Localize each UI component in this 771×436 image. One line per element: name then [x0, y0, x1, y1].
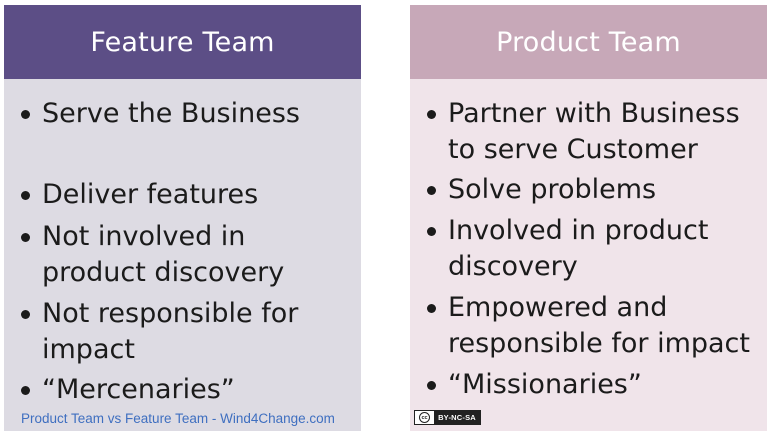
bullet-dot-icon: [21, 310, 30, 319]
bullet-line: “Missionaries”: [448, 369, 642, 400]
product-bullet-2: Solve problems: [425, 172, 761, 208]
license-text: BY-NC-SA: [434, 411, 480, 424]
bullet-line: Partner with Business: [448, 98, 740, 129]
bullet-dot-icon: [427, 381, 436, 390]
product-team-title: Product Team: [496, 26, 681, 58]
bullet-line: Not involved in: [42, 221, 246, 252]
bullet-line: impact: [42, 334, 135, 365]
product-bullet-4: Empowered and responsible for impact: [425, 290, 761, 362]
product-team-header: Product Team: [410, 5, 767, 79]
product-bullet-5: “Missionaries”: [425, 367, 761, 403]
product-bullet-1: Partner with Business to serve Customer: [425, 96, 761, 168]
bullet-dot-icon: [21, 110, 30, 119]
bullet-dot-icon: [427, 227, 436, 236]
feature-team-bullet-list: Serve the Business Deliver features Not …: [19, 5, 355, 431]
bullet-line: responsible for impact: [448, 328, 750, 359]
bullet-dot-icon: [21, 233, 30, 242]
cc-logo: cc: [419, 412, 430, 423]
bullet-dot-icon: [21, 386, 30, 395]
bullet-line: product discovery: [42, 257, 285, 288]
bullet-dot-icon: [21, 191, 30, 200]
bullet-dot-icon: [427, 110, 436, 119]
product-team-bullet-list: Partner with Business to serve Customer …: [425, 5, 761, 431]
license-badge: cc BY-NC-SA: [414, 410, 481, 425]
feature-bullet-4: Not responsible for impact: [19, 296, 355, 368]
bullet-line: Involved in product: [448, 215, 709, 246]
feature-team-header: Feature Team: [4, 5, 361, 79]
bullet-line: to serve Customer: [448, 134, 698, 165]
feature-team-card: Feature Team Serve the Business Deliver …: [4, 5, 361, 431]
bullet-line: “Mercenaries”: [42, 374, 235, 405]
bullet-line: Empowered and: [448, 292, 668, 323]
bullet-line: Not responsible for: [42, 298, 299, 329]
bullet-line: Serve the Business: [42, 98, 300, 129]
bullet-line: Solve problems: [448, 174, 657, 205]
creative-commons-icon: cc: [415, 411, 434, 424]
feature-bullet-1: Serve the Business: [19, 96, 355, 132]
feature-bullet-2: Deliver features: [19, 177, 355, 213]
bullet-line: Deliver features: [42, 179, 259, 210]
bullet-line: discovery: [448, 251, 578, 282]
source-link[interactable]: Product Team vs Feature Team - Wind4Chan…: [21, 411, 335, 426]
product-bullet-3: Involved in product discovery: [425, 213, 761, 285]
bullet-dot-icon: [427, 186, 436, 195]
feature-team-title: Feature Team: [90, 26, 275, 58]
product-team-card: Product Team Partner with Business to se…: [410, 5, 767, 431]
feature-bullet-3: Not involved in product discovery: [19, 219, 355, 291]
feature-bullet-5: “Mercenaries”: [19, 372, 355, 408]
bullet-dot-icon: [427, 304, 436, 313]
